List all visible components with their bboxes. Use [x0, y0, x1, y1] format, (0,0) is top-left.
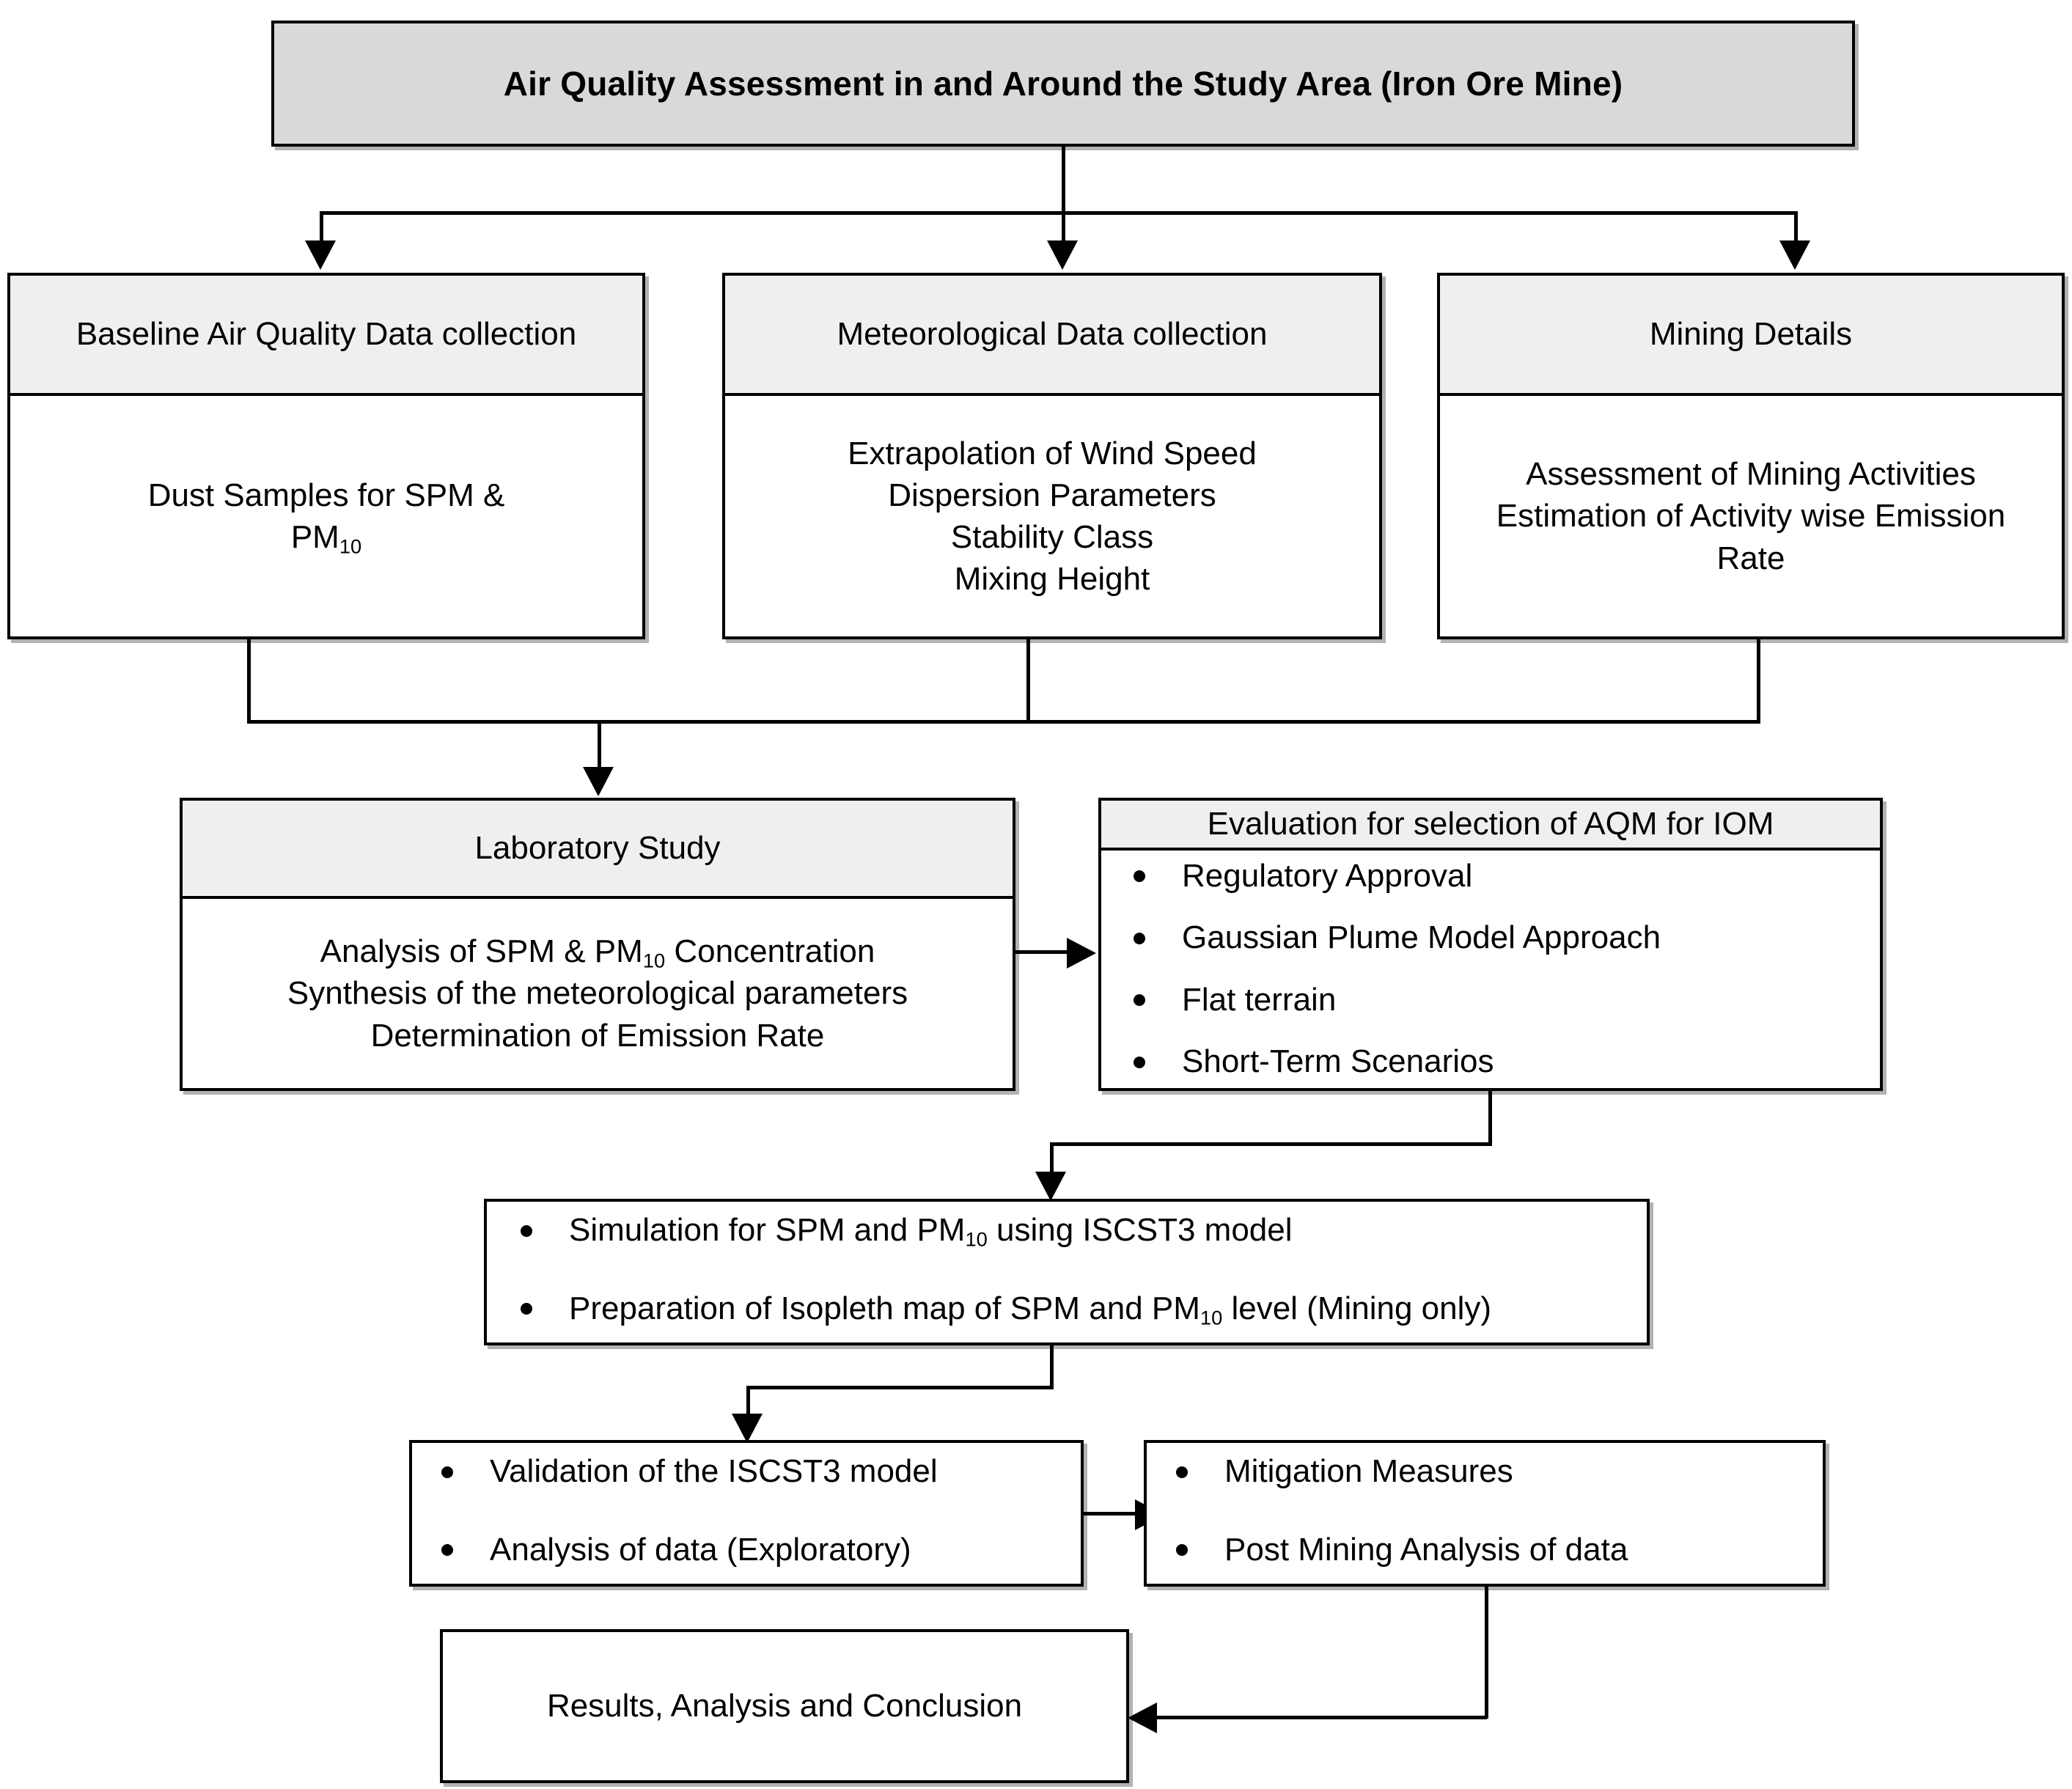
- list-item: Analysis of data (Exploratory): [422, 1532, 1070, 1569]
- laboratory-line-2: Synthesis of the meteorological paramete…: [287, 975, 908, 1012]
- connector-elbow-to-simulation: [1050, 1142, 1054, 1175]
- connector-title-bus: [320, 211, 1798, 215]
- node-evaluation-header: Evaluation for selection of AQM for IOM: [1101, 801, 1880, 851]
- list-item: Flat terrain: [1114, 982, 1867, 1019]
- node-validation-analysis[interactable]: Validation of the ISCST3 model Analysis …: [409, 1440, 1084, 1587]
- simulation-b1-b: using ISCST3 model: [987, 1212, 1293, 1248]
- node-mining-header: Mining Details: [1440, 276, 2062, 396]
- meteorological-line-4: Mixing Height: [954, 561, 1150, 598]
- simulation-b2-a: Preparation of Isopleth map of SPM and P…: [569, 1290, 1200, 1326]
- node-results-conclusion[interactable]: Results, Analysis and Conclusion: [440, 1629, 1129, 1783]
- node-meteorological-data[interactable]: Meteorological Data collection Extrapola…: [722, 273, 1382, 639]
- node-simulation-body: Simulation for SPM and PM10 using ISCST3…: [487, 1202, 1647, 1378]
- mitigation-bullet-list: Mitigation Measures Post Mining Analysis…: [1157, 1453, 1812, 1609]
- connector-laboratory-to-evaluation: [1015, 950, 1068, 954]
- baseline-pm-text: PM: [290, 519, 339, 555]
- simulation-b2-subscript: 10: [1200, 1306, 1223, 1329]
- mining-line-1: Assessment of Mining Activities: [1526, 456, 1976, 493]
- connector-meteorological-down: [1026, 639, 1030, 724]
- simulation-b1-subscript: 10: [965, 1227, 988, 1251]
- connector-title-to-meteorological: [1062, 211, 1065, 243]
- evaluation-bullet-list: Regulatory Approval Gaussian Plume Model…: [1114, 858, 1867, 1081]
- node-meteorological-header: Meteorological Data collection: [725, 276, 1379, 396]
- baseline-pm-subscript: 10: [339, 535, 362, 558]
- connector-validation-to-mitigation: [1084, 1512, 1136, 1516]
- node-mining-details[interactable]: Mining Details Assessment of Mining Acti…: [1437, 273, 2065, 639]
- baseline-line-1: Dust Samples for SPM &: [147, 477, 505, 513]
- node-mining-body: Assessment of Mining Activities Estimati…: [1440, 396, 2062, 636]
- laboratory-line1-a: Analysis of SPM & PM: [320, 933, 643, 970]
- list-item: Preparation of Isopleth map of SPM and P…: [502, 1290, 1632, 1329]
- laboratory-line1-subscript: 10: [642, 949, 666, 972]
- list-item: Short-Term Scenarios: [1114, 1043, 1867, 1081]
- connector-evaluation-elbow: [1050, 1142, 1492, 1146]
- list-item: Validation of the ISCST3 model: [422, 1453, 1070, 1491]
- connector-merge-to-laboratory: [598, 720, 601, 770]
- meteorological-line-2: Dispersion Parameters: [888, 477, 1216, 513]
- results-label: Results, Analysis and Conclusion: [546, 1688, 1023, 1724]
- connector-evaluation-down: [1488, 1091, 1492, 1146]
- list-item: Regulatory Approval: [1114, 858, 1867, 895]
- meteorological-line-1: Extrapolation of Wind Speed: [848, 435, 1257, 471]
- connector-elbow-to-validation: [746, 1386, 750, 1417]
- connector-baseline-down: [247, 639, 251, 724]
- mining-line-3: Rate: [1716, 540, 1785, 576]
- node-validation-body: Validation of the ISCST3 model Analysis …: [412, 1443, 1081, 1620]
- laboratory-line-1: Analysis of SPM & PM10 Concentration: [320, 930, 875, 972]
- connector-row2-merge-bus: [247, 720, 1760, 724]
- arrowhead-to-results: [1128, 1702, 1157, 1733]
- arrowhead-to-baseline: [305, 240, 336, 270]
- title-label: Air Quality Assessment in and Around the…: [503, 65, 1623, 103]
- arrowhead-to-laboratory: [583, 767, 614, 796]
- simulation-b2-b: level (Mining only): [1222, 1290, 1492, 1326]
- node-evaluation-body: Regulatory Approval Gaussian Plume Model…: [1101, 851, 1880, 1088]
- list-item: Mitigation Measures: [1157, 1453, 1812, 1491]
- node-evaluation-aqm[interactable]: Evaluation for selection of AQM for IOM …: [1098, 798, 1883, 1091]
- arrowhead-to-validation: [732, 1414, 763, 1443]
- arrowhead-to-mining: [1779, 240, 1810, 270]
- simulation-b1-a: Simulation for SPM and PM: [569, 1212, 966, 1248]
- node-baseline-air-quality[interactable]: Baseline Air Quality Data collection Dus…: [7, 273, 645, 639]
- connector-title-stem: [1062, 147, 1065, 214]
- connector-title-to-baseline: [320, 211, 323, 243]
- connector-title-to-mining: [1794, 211, 1798, 243]
- node-laboratory-body: Analysis of SPM & PM10 Concentration Syn…: [183, 899, 1013, 1088]
- arrowhead-to-evaluation: [1067, 938, 1096, 969]
- validation-bullet-list: Validation of the ISCST3 model Analysis …: [422, 1453, 1070, 1609]
- node-mitigation-body: Mitigation Measures Post Mining Analysis…: [1147, 1443, 1823, 1620]
- list-item: Gaussian Plume Model Approach: [1114, 919, 1867, 957]
- laboratory-line1-b: Concentration: [665, 933, 875, 970]
- node-laboratory-header: Laboratory Study: [183, 801, 1013, 899]
- arrowhead-to-simulation: [1035, 1172, 1066, 1201]
- node-baseline-header: Baseline Air Quality Data collection: [10, 276, 642, 396]
- arrowhead-to-meteorological: [1047, 240, 1078, 270]
- node-title-air-quality-assessment[interactable]: Air Quality Assessment in and Around the…: [271, 21, 1855, 147]
- connector-mining-down: [1757, 639, 1760, 724]
- node-mitigation-measures[interactable]: Mitigation Measures Post Mining Analysis…: [1144, 1440, 1826, 1587]
- node-results-body: Results, Analysis and Conclusion: [443, 1632, 1126, 1780]
- node-laboratory-study[interactable]: Laboratory Study Analysis of SPM & PM10 …: [180, 798, 1015, 1091]
- baseline-line-2: PM10: [291, 516, 361, 558]
- node-meteorological-body: Extrapolation of Wind Speed Dispersion P…: [725, 396, 1379, 636]
- list-item: Simulation for SPM and PM10 using ISCST3…: [502, 1212, 1632, 1249]
- simulation-bullet-list: Simulation for SPM and PM10 using ISCST3…: [502, 1212, 1632, 1368]
- connector-mitigation-down: [1485, 1587, 1488, 1719]
- mining-line-2: Estimation of Activity wise Emission: [1496, 498, 2006, 535]
- connector-simulation-down: [1050, 1345, 1054, 1389]
- node-simulation-iscst3[interactable]: Simulation for SPM and PM10 using ISCST3…: [484, 1199, 1650, 1345]
- connector-mitigation-elbow: [1157, 1716, 1487, 1719]
- meteorological-line-3: Stability Class: [950, 519, 1154, 555]
- laboratory-line-3: Determination of Emission Rate: [370, 1017, 825, 1054]
- node-baseline-body: Dust Samples for SPM & PM10: [10, 396, 642, 636]
- connector-simulation-elbow: [746, 1386, 1054, 1389]
- list-item: Post Mining Analysis of data: [1157, 1532, 1812, 1569]
